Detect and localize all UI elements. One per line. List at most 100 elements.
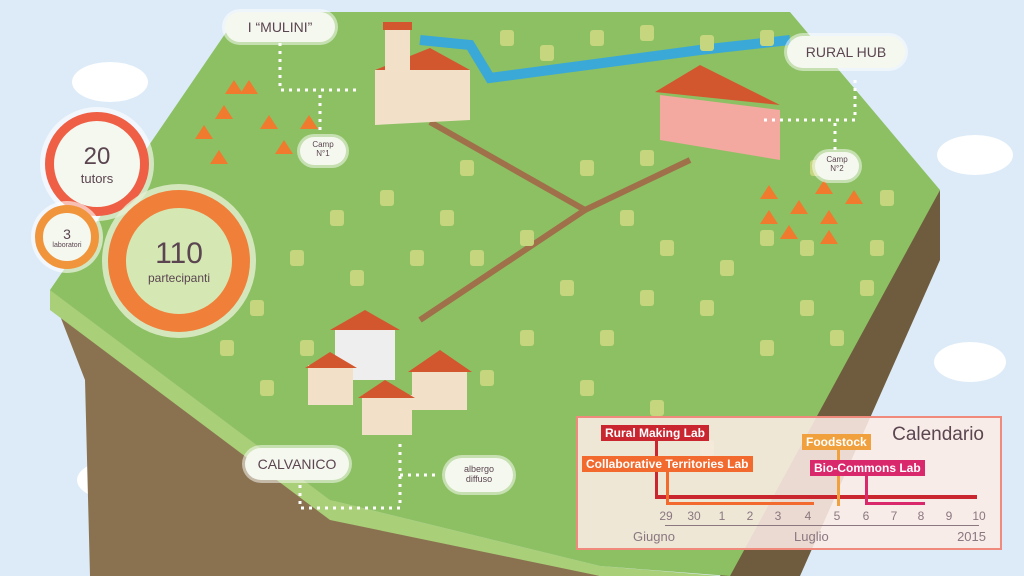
tree-icon	[290, 250, 304, 266]
rural-hub-building	[655, 65, 780, 160]
tree-icon	[500, 30, 514, 46]
mulini-building	[375, 22, 470, 125]
calendar-tick: 29	[659, 509, 673, 523]
calendar-tick: 4	[804, 509, 812, 523]
calendar-tick: 3	[774, 509, 782, 523]
tree-icon	[580, 160, 594, 176]
tent-icon	[210, 150, 228, 164]
river	[419, 35, 791, 84]
calendar-title: Calendario	[892, 424, 984, 445]
calvanico-buildings	[305, 310, 472, 435]
paths	[418, 119, 692, 323]
tree-icon	[300, 340, 314, 356]
camp-1-line1: Camp	[312, 140, 334, 149]
camp-2-line2: N°2	[830, 164, 844, 173]
calendar-panel: Calendario Rural Making Lab Collaborativ…	[576, 416, 1002, 550]
tent-icon	[820, 210, 838, 224]
tree-icon	[760, 340, 774, 356]
tree-icon	[260, 380, 274, 396]
laboratori-label: laboratori	[52, 241, 82, 249]
event-bio-commons-lab: Bio-Commons Lab	[810, 460, 925, 476]
tree-icon	[870, 240, 884, 256]
calendar-tick: 9	[945, 509, 953, 523]
calendar-tick: 6	[862, 509, 870, 523]
tent-icon	[215, 105, 233, 119]
tree-icon	[640, 25, 654, 41]
tree-icon	[760, 30, 774, 46]
tree-icon	[350, 270, 364, 286]
soil-side	[50, 290, 600, 576]
tutors-label: tutors	[80, 170, 114, 186]
tent-icon	[760, 185, 778, 199]
tree-icon	[720, 260, 734, 276]
stat-partecipanti: 110 partecipanti	[108, 190, 250, 332]
label-calvanico: CALVANICO	[245, 448, 349, 480]
tree-icon	[560, 280, 574, 296]
tree-icon	[830, 330, 844, 346]
tree-icon	[460, 160, 474, 176]
partecipanti-label: partecipanti	[147, 271, 211, 285]
stat-laboratori: 3 laboratori	[35, 205, 99, 269]
calendar-tick: 7	[890, 509, 898, 523]
label-mulini: I “MULINI”	[225, 12, 335, 42]
tree-icon	[480, 370, 494, 386]
tent-icon	[225, 80, 243, 94]
year-label: 2015	[957, 529, 986, 544]
calendar-tick: 2	[746, 509, 754, 523]
tree-icon	[880, 190, 894, 206]
tree-icon	[760, 230, 774, 246]
tree-icon	[580, 380, 594, 396]
tree-icon	[520, 230, 534, 246]
tree-icon	[640, 290, 654, 306]
tree-icon	[520, 330, 534, 346]
tree-icon	[700, 35, 714, 51]
calendar-tick: 8	[917, 509, 925, 523]
month-giugno: Giugno	[633, 529, 675, 544]
stat-tutors: 20 tutors	[45, 112, 149, 216]
event-collaborative-territories-lab: Collaborative Territories Lab	[582, 456, 753, 472]
tree-icon	[590, 30, 604, 46]
tent-icon	[790, 200, 808, 214]
tree-icon	[440, 210, 454, 226]
tree-icon	[800, 240, 814, 256]
calendar-tick: 1	[718, 509, 726, 523]
tree-icon	[330, 210, 344, 226]
calendar-tick: 5	[833, 509, 841, 523]
tree-icon	[800, 300, 814, 316]
camp-2-line1: Camp	[826, 155, 848, 164]
month-luglio: Luglio	[794, 529, 829, 544]
camp-1-line2: N°1	[316, 149, 330, 158]
label-rural-hub: RURAL HUB	[787, 36, 905, 68]
tent-icon	[815, 180, 833, 194]
calendar-tick: 10	[972, 509, 986, 523]
tent-icon	[845, 190, 863, 204]
tree-icon	[470, 250, 484, 266]
tent-icon	[780, 225, 798, 239]
albergo-line2: diffuso	[465, 474, 493, 484]
tree-icon	[600, 330, 614, 346]
partecipanti-value: 110	[155, 237, 203, 270]
laboratori-value: 3	[63, 225, 71, 242]
tree-icon	[700, 300, 714, 316]
tree-icon	[620, 210, 634, 226]
calendar-tick: 30	[687, 509, 701, 523]
tree-icon	[640, 150, 654, 166]
event-foodstock: Foodstock	[802, 434, 871, 450]
event-rural-making-lab: Rural Making Lab	[601, 425, 710, 441]
tree-icon	[410, 250, 424, 266]
tent-icon	[240, 80, 258, 94]
tutors-value: 20	[83, 142, 111, 170]
tent-icon	[820, 230, 838, 244]
tree-icon	[650, 400, 664, 416]
tent-icon	[260, 115, 278, 129]
albergo-line1: albergo	[463, 464, 495, 474]
tent-icon	[275, 140, 293, 154]
tree-icon	[540, 45, 554, 61]
tent-icon	[760, 210, 778, 224]
tent-icon	[300, 115, 318, 129]
tree-icon	[860, 280, 874, 296]
tree-icon	[380, 190, 394, 206]
